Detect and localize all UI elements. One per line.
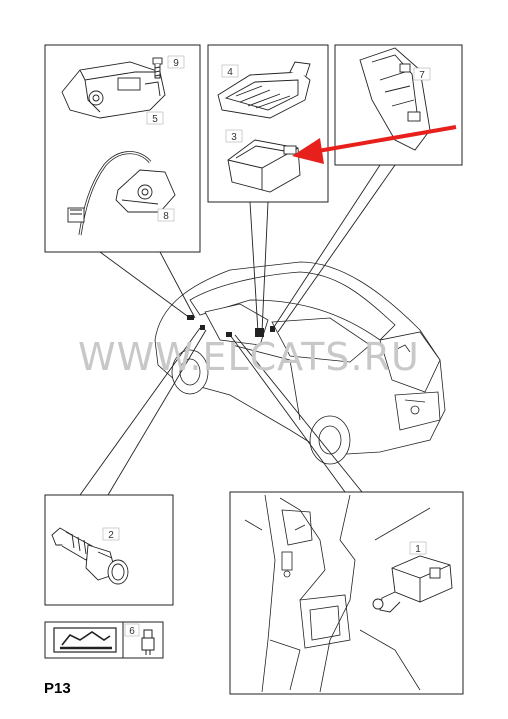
- panel-bottom-left: [44, 494, 174, 606]
- callout-4: 4: [221, 64, 239, 78]
- watermark: WWW.ELCATS.RU: [78, 335, 420, 379]
- page-label: P13: [44, 680, 71, 697]
- leader-lines: [79, 164, 396, 496]
- selector-module: [61, 61, 166, 119]
- callout-1: 1: [409, 541, 427, 555]
- panel-bottom-right: [229, 491, 464, 695]
- sensor-plug-icon: [141, 629, 155, 655]
- callouts: 9 5 8 4 3 7 2 1: [102, 55, 431, 637]
- callout-8: 8: [157, 208, 175, 222]
- panel-top-middle: [207, 44, 329, 203]
- panel-top-left: [44, 44, 201, 253]
- svg-text:6: 6: [129, 626, 135, 637]
- mounting-bracket: [217, 61, 311, 119]
- callout-6: 6: [124, 623, 140, 637]
- screw-part: [152, 57, 163, 79]
- svg-text:3: 3: [231, 132, 237, 143]
- svg-text:7: 7: [419, 70, 425, 81]
- legend-box: [44, 621, 164, 659]
- svg-text:5: 5: [152, 114, 158, 125]
- pointer-arrow-icon: [292, 125, 457, 164]
- control-unit: [227, 139, 301, 193]
- svg-text:9: 9: [173, 58, 179, 69]
- temperature-sensor: [51, 527, 129, 585]
- pedal-bracket: [244, 494, 431, 693]
- callout-9: 9: [167, 55, 185, 69]
- switch-harness: [67, 151, 176, 236]
- callout-3: 3: [225, 129, 243, 143]
- callout-7: 7: [413, 67, 431, 81]
- panel-top-right: [334, 44, 463, 166]
- svg-text:1: 1: [415, 544, 421, 555]
- manual-book-icon: [53, 627, 117, 653]
- svg-text:8: 8: [163, 211, 169, 222]
- vehicle-outline: [154, 261, 446, 465]
- pillar-trim: [359, 47, 431, 151]
- callout-2: 2: [102, 527, 120, 541]
- callout-5: 5: [146, 111, 164, 125]
- stoplight-switch: [372, 555, 453, 613]
- location-markers: [187, 315, 275, 337]
- svg-text:2: 2: [108, 530, 114, 541]
- svg-text:4: 4: [227, 67, 233, 78]
